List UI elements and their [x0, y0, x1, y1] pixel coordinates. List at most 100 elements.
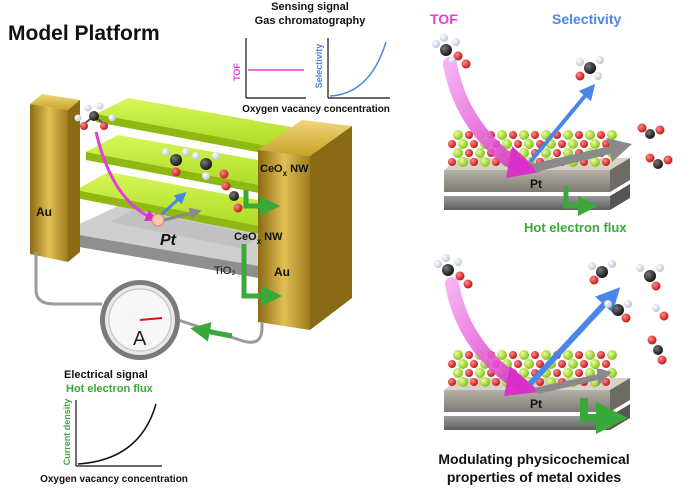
oxygen-atom [602, 158, 610, 166]
current-density-curve [77, 403, 157, 465]
electrical-x-axis-label: Oxygen vacancy concentration [40, 474, 188, 485]
oxygen-atom [580, 140, 588, 148]
byproduct-molecules-top [637, 123, 673, 169]
oxygen-atom [558, 360, 566, 368]
metal-atom [568, 359, 578, 369]
hot-electron-arrow-bottom [580, 398, 628, 434]
oxygen-atom [448, 140, 456, 148]
sensing-signal-inset: Sensing signal Gas chromatography TOF Se… [232, 1, 390, 115]
metal-atom [541, 148, 551, 158]
metal-atom [453, 350, 463, 360]
metal-atom [590, 359, 600, 369]
selectivity-label: Selectivity [552, 11, 621, 27]
metal-atom [519, 368, 529, 378]
oxygen-atom [597, 351, 605, 359]
metal-atom [585, 130, 595, 140]
metal-atom [524, 359, 534, 369]
metal-atom [480, 157, 490, 167]
pt-label: Pt [160, 232, 177, 249]
oxygen-atom [465, 369, 473, 377]
metal-atom [453, 148, 463, 158]
oxygen-atom [470, 378, 478, 386]
metal-atom [563, 130, 573, 140]
oxygen-atom [470, 140, 478, 148]
selectivity-axis-label: Selectivity [314, 44, 324, 89]
oxygen-atom [553, 149, 561, 157]
current-arrow [190, 322, 233, 342]
tof-axis-label: TOF [232, 63, 242, 81]
selectivity-curve [329, 41, 387, 97]
tof-label: TOF [430, 11, 458, 27]
metal-atom [475, 368, 485, 378]
device-illustration: A [30, 94, 352, 360]
metal-atom [541, 350, 551, 360]
metal-atom [497, 350, 507, 360]
metal-atom [502, 139, 512, 149]
tio2-label: TiO₂ [214, 265, 236, 277]
reactant-molecule [74, 102, 116, 130]
metal-atom [453, 368, 463, 378]
right-bottom-schematic: Pt [434, 254, 669, 434]
oxygen-atom [575, 131, 583, 139]
hot-electron-arrow-upper [243, 190, 280, 216]
metal-atom [458, 139, 468, 149]
metal-atom [607, 368, 617, 378]
oxygen-atom [465, 149, 473, 157]
selectivity-arrow-top [528, 83, 596, 164]
oxygen-atom [448, 158, 456, 166]
metal-atom [607, 130, 617, 140]
au-electrode-left [30, 94, 80, 262]
oxygen-atom [531, 351, 539, 359]
external-circuit-wire [34, 252, 102, 306]
ceox-nw-label-upper: CeOx NW [260, 163, 309, 178]
selectivity-arrow-bottom [527, 287, 621, 387]
metal-atom [585, 350, 595, 360]
metal-atom [519, 130, 529, 140]
reactant-molecule-top [432, 34, 471, 69]
tof-arrow-top [443, 57, 529, 175]
oxygen-atom [470, 158, 478, 166]
oxygen-atom [531, 131, 539, 139]
caption-line-1: Modulating physicochemical [438, 451, 629, 467]
current-density-axis-label: Current density [62, 399, 72, 466]
metal-atom [568, 139, 578, 149]
au-electrode-right [258, 120, 352, 330]
pt-label-bottom: Pt [530, 397, 542, 411]
electrical-signal-inset: Electrical signal Hot electron flux Curr… [40, 369, 188, 485]
reactant-molecule-bottom [434, 254, 473, 289]
oxygen-atom [465, 351, 473, 359]
oxygen-atom [465, 131, 473, 139]
hot-electron-arrow-lower [241, 244, 282, 306]
oxygen-atom [575, 369, 583, 377]
oxygen-atom [580, 360, 588, 368]
sensing-x-axis-label: Oxygen vacancy concentration [242, 104, 390, 115]
metal-atom [458, 377, 468, 387]
au-label-left: Au [36, 205, 52, 219]
metal-atom [453, 130, 463, 140]
byproduct-arrow [163, 207, 202, 222]
metal-atom [590, 139, 600, 149]
ammeter: A [100, 280, 180, 360]
oxygen-atom [602, 360, 610, 368]
oxygen-atom [492, 378, 500, 386]
oxygen-atom [536, 360, 544, 368]
electrical-subtitle: Hot electron flux [66, 383, 154, 395]
right-top-schematic: TOF Selectivity [430, 11, 673, 235]
metal-atom [563, 350, 573, 360]
byproduct-arrow-top [532, 138, 632, 172]
reactant-pathway-arrow [94, 131, 158, 222]
oxygen-atom [509, 131, 517, 139]
metal-atom [524, 139, 534, 149]
caption-line-2: properties of metal oxides [447, 469, 621, 485]
electrical-title: Electrical signal [64, 369, 148, 381]
model-platform-title: Model Platform [8, 22, 160, 45]
byproduct-arrow-bottom [534, 368, 612, 394]
oxygen-atom [514, 360, 522, 368]
sensing-title: Sensing signal [271, 1, 349, 13]
hot-electron-flux-label: Hot electron flux [524, 220, 627, 235]
metal-atom [590, 157, 600, 167]
oxygen-atom [470, 360, 478, 368]
sensing-subtitle: Gas chromatography [255, 15, 367, 27]
oxygen-atom [575, 351, 583, 359]
